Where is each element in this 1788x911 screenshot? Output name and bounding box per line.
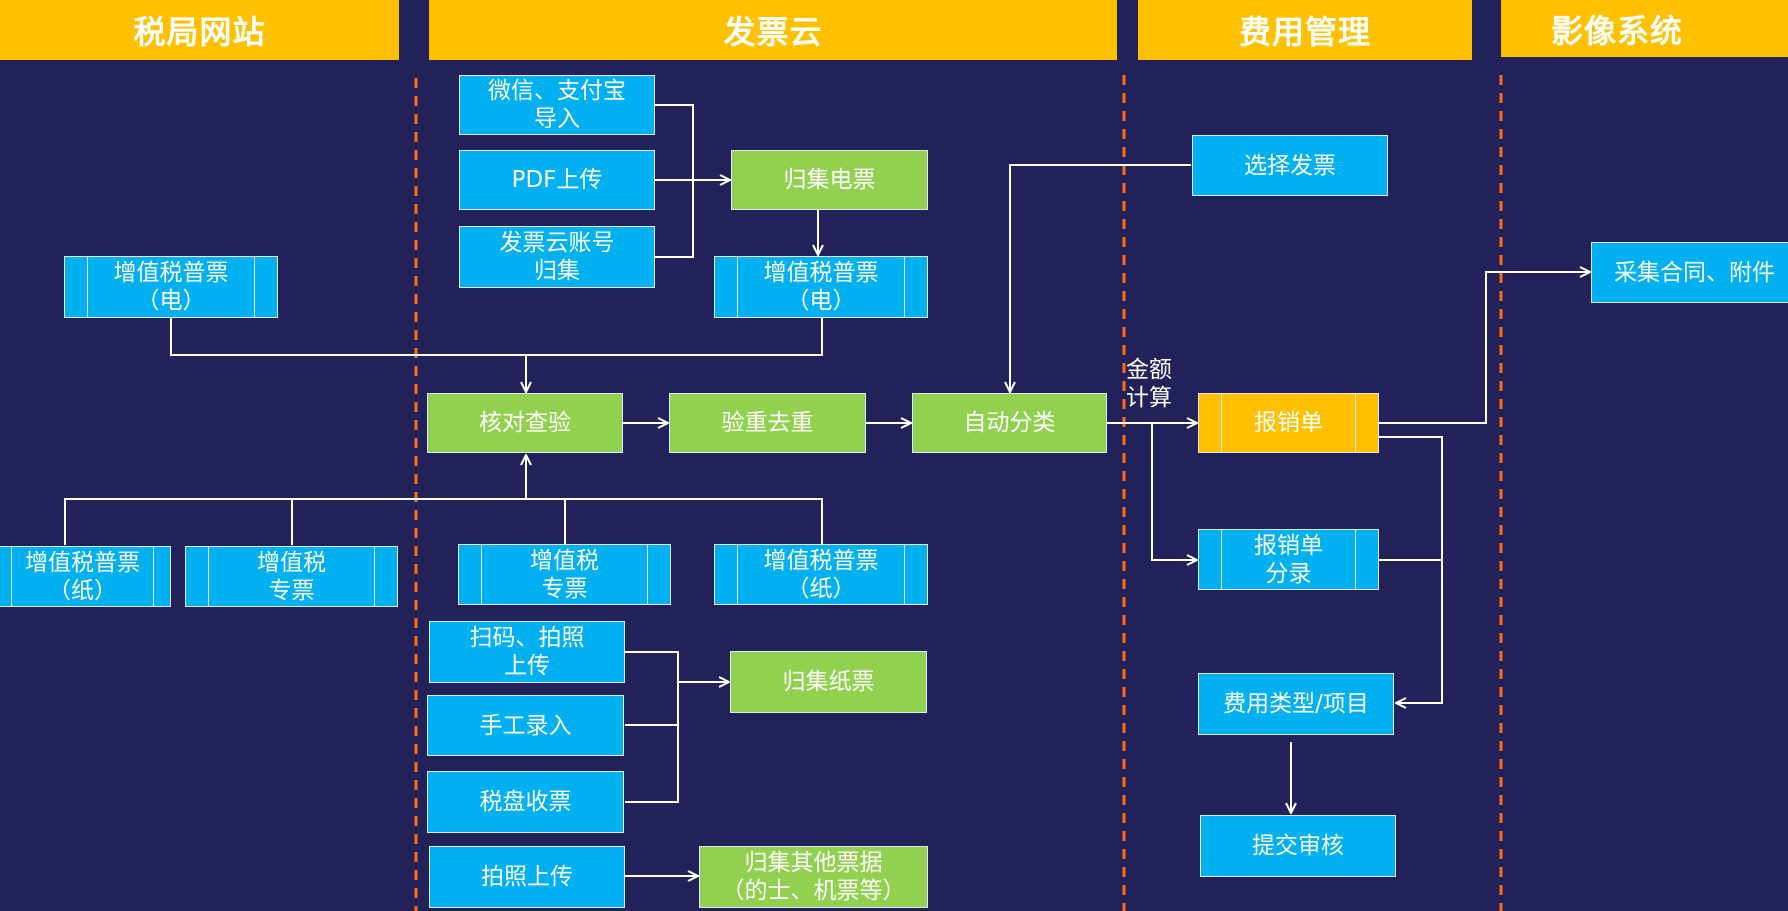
header-tax-bureau: 税局网站 [0,0,399,60]
node-vat-normal-paper-tax: 增值税普票 （纸） [0,546,171,607]
header-image-system: 影像系统 [1501,0,1788,57]
arrow-to-expense-type [1379,436,1443,703]
node-cloud-account-collect: 发票云账号 归集 [459,226,655,288]
node-auto-classify: 自动分类 [912,393,1107,453]
node-vat-special-cloud: 增值税 专票 [458,544,671,605]
connector-e-invoices [170,318,823,356]
lane-dividers [414,75,1503,911]
node-vat-normal-e-tax: 增值税普票 （电） [64,256,278,318]
node-collect-other: 归集其他票据 （的士、机票等） [699,846,928,908]
node-collect-e-invoice: 归集电票 [731,150,928,210]
label-amount-calc: 金额 计算 [1126,357,1172,411]
node-wechat-alipay-import: 微信、支付宝 导入 [459,75,655,135]
node-vat-normal-e-cloud: 增值税普票 （电） [714,256,928,318]
node-expense-form: 报销单 [1198,393,1379,453]
node-manual-entry: 手工录入 [427,695,624,756]
connector-paper-invoices [64,498,823,545]
node-dedup: 验重去重 [669,393,866,453]
arrow-form-to-contract [1379,272,1590,424]
connector-paper-sources [625,651,679,803]
node-select-invoice: 选择发票 [1192,135,1388,196]
node-collect-paper: 归集纸票 [730,651,927,713]
node-scan-photo-upload: 扫码、拍照 上传 [429,621,625,683]
header-invoice-cloud: 发票云 [429,0,1117,60]
node-vat-normal-paper-cloud: 增值税普票 （纸） [714,544,928,605]
node-tax-disk-receive: 税盘收票 [427,771,624,833]
node-vat-special-tax: 增值税 专票 [185,546,398,607]
node-verify-check: 核对查验 [427,393,623,453]
arrow-select-to-classify [1010,164,1191,392]
node-expense-entry: 报销单 分录 [1198,529,1379,590]
node-submit-review: 提交审核 [1200,815,1396,877]
node-collect-contract: 采集合同、附件 [1591,242,1788,303]
node-expense-type: 费用类型/项目 [1198,673,1394,735]
node-pdf-upload: PDF上传 [459,150,655,210]
arrow-to-entry [1151,423,1197,560]
header-expense-mgmt: 费用管理 [1138,0,1472,60]
node-photo-upload: 拍照上传 [429,846,625,908]
